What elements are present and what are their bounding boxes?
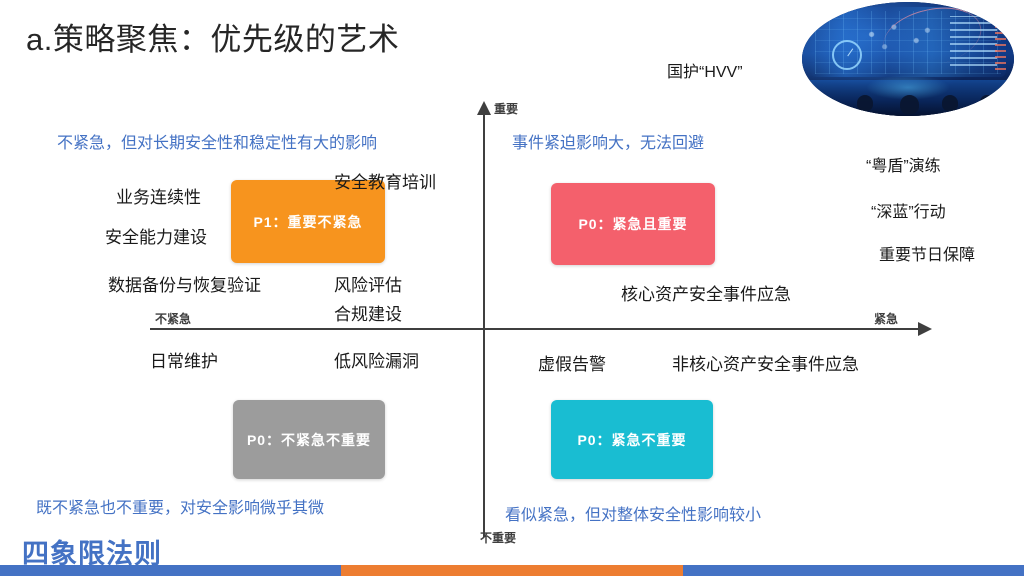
annotation-q3: 既不紧急也不重要，对安全影响微乎其微 xyxy=(36,500,325,517)
photo-alert-bars xyxy=(994,13,1006,71)
page-title: a.策略聚焦：优先级的艺术 xyxy=(26,22,400,57)
annotation-q4: 看似紧急，但对整体安全性影响较小 xyxy=(505,507,762,524)
photo-map-dots xyxy=(852,17,947,59)
quadrant-box-p0-urgent-not-important[interactable]: P0：紧急不重要 xyxy=(551,400,713,479)
photo-gauge-icon xyxy=(831,39,862,70)
side-note-item-0: “粤盾”演练 xyxy=(866,158,941,175)
item-q2-2: 数据备份与恢复验证 xyxy=(108,276,261,295)
item-q2-5: 合规建设 xyxy=(334,305,402,324)
item-q3-1: 低风险漏洞 xyxy=(334,352,419,371)
footer-bar-right-segment xyxy=(683,565,1024,576)
quadrant-box-label: P0：不紧急不重要 xyxy=(246,431,372,448)
item-q2-0: 业务连续性 xyxy=(116,188,201,207)
photo-person xyxy=(941,95,958,112)
item-q4-1: 非核心资产安全事件应急 xyxy=(672,355,859,374)
photo-data-bars xyxy=(950,15,998,66)
footer-bar-left-segment xyxy=(0,565,341,576)
photo-person xyxy=(980,95,995,110)
axis-label-unimportant: 不重要 xyxy=(480,531,517,545)
soc-photo-oval xyxy=(802,2,1014,116)
side-note-item-2: 重要节日保障 xyxy=(879,247,976,264)
quadrant-box-p0-urgent-and-important[interactable]: P0：紧急且重要 xyxy=(551,183,715,265)
side-note-item-1: “深蓝”行动 xyxy=(871,204,946,221)
annotation-q1: 事件紧迫影响大，无法回避 xyxy=(512,135,705,152)
side-note-hvv: 国护“HVV” xyxy=(667,64,743,81)
quadrant-box-label: P0：紧急且重要 xyxy=(578,216,688,232)
axis-label-urgent: 紧急 xyxy=(874,312,899,326)
axis-horizontal xyxy=(150,328,922,330)
axis-label-important: 重要 xyxy=(494,102,519,116)
photo-person xyxy=(857,95,874,112)
footer-bar-middle-segment xyxy=(341,565,683,576)
quadrant-box-label: P1：重要不紧急 xyxy=(253,213,363,230)
quadrant-box-p0-not-urgent-not-important[interactable]: P0：不紧急不重要 xyxy=(233,400,385,479)
quadrant-box-p1-important-not-urgent[interactable]: P1：重要不紧急 xyxy=(231,180,385,263)
footer-title: 四象限法则 xyxy=(22,539,162,569)
axis-vertical-arrowhead-icon xyxy=(477,101,491,115)
item-q3-0: 日常维护 xyxy=(150,352,218,371)
axis-label-not-urgent: 不紧急 xyxy=(155,312,192,326)
item-q2-4: 风险评估 xyxy=(334,276,402,295)
item-q1-0: 核心资产安全事件应急 xyxy=(621,285,791,304)
axis-horizontal-arrowhead-icon xyxy=(918,322,932,336)
item-q2-3: 安全教育培训 xyxy=(334,173,436,192)
quadrant-box-label: P0：紧急不重要 xyxy=(577,431,687,448)
annotation-q2: 不紧急，但对长期安全性和稳定性有大的影响 xyxy=(57,135,378,152)
item-q2-1: 安全能力建设 xyxy=(105,228,207,247)
item-q4-0: 虚假告警 xyxy=(538,355,606,374)
axis-vertical xyxy=(483,113,485,537)
photo-person xyxy=(899,94,919,114)
